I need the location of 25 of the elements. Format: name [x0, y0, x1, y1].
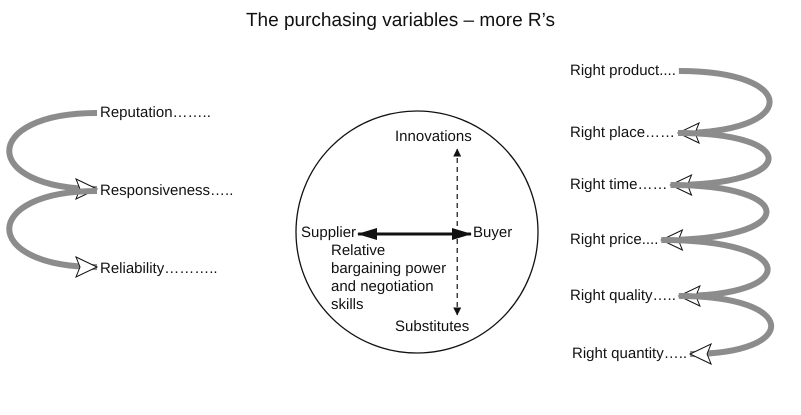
curved-arrow [660, 182, 770, 250]
curved-arrow [6, 110, 98, 198]
variable-label: Right place…… [570, 124, 676, 142]
factor-label: Innovations [395, 128, 472, 146]
dashed-arrow [453, 148, 462, 316]
variable-label: Reliability……….. [100, 260, 218, 278]
variable-label: Reputation…….. [100, 104, 211, 122]
curved-arrow [678, 293, 774, 364]
bargaining-circle [295, 110, 539, 354]
factor-label: Relative bargaining power and negotiation skills [331, 242, 453, 314]
curved-arrow [6, 188, 98, 276]
variable-label: Responsiveness….. [100, 182, 234, 200]
variable-label: Right quantity….. [572, 345, 688, 363]
factor-label: Buyer [473, 224, 512, 242]
curved-arrow [678, 68, 772, 143]
factor-label: Supplier [301, 224, 356, 242]
variable-label: Right price.... [570, 231, 658, 249]
variable-label: Right product.... [570, 62, 676, 80]
variable-label: Right quality….. [570, 287, 676, 305]
diagram-title: The purchasing variables – more R’s [244, 10, 556, 32]
factor-label: Substitutes [395, 318, 470, 336]
variable-label: Right time…… [570, 176, 668, 194]
curved-arrow [661, 237, 770, 306]
double-arrow [357, 228, 472, 240]
curved-arrow [670, 130, 772, 195]
